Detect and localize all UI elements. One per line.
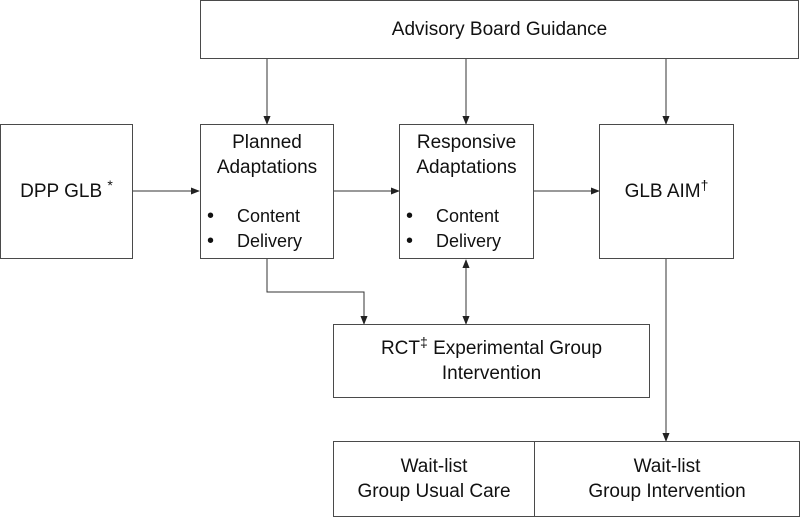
dagger-mark: † bbox=[700, 177, 709, 193]
responsive-adaptations-title: Responsive Adaptations bbox=[416, 132, 517, 178]
rct-experimental-line2: Intervention bbox=[441, 363, 542, 384]
planned-adaptations-title: Planned Adaptations bbox=[216, 132, 318, 178]
list-item: •Content bbox=[207, 205, 301, 227]
waitlist-intervention-box: Wait-list Group Intervention bbox=[534, 441, 800, 517]
waitlist-usual-care-line1: Wait-list bbox=[400, 456, 468, 477]
dpp-glb-label: DPP GLB * bbox=[20, 177, 113, 202]
advisory-board-label: Advisory Board Guidance bbox=[391, 19, 608, 40]
planned-adaptations-box: Planned Adaptations •Content •Delivery bbox=[200, 124, 334, 259]
arrow-planned-to-rct bbox=[266, 259, 368, 325]
planned-bullet-list: •Content •Delivery bbox=[201, 204, 333, 254]
double-dagger-mark: ‡ bbox=[420, 334, 428, 350]
list-item: •Delivery bbox=[207, 230, 303, 252]
glb-aim-label: GLB AIM† bbox=[624, 177, 709, 202]
glb-aim-box: GLB AIM† bbox=[599, 124, 734, 259]
responsive-bullet-list: •Content •Delivery bbox=[400, 204, 533, 254]
waitlist-usual-care-box: Wait-list Group Usual Care bbox=[333, 441, 535, 517]
responsive-adaptations-box: Responsive Adaptations •Content •Deliver… bbox=[399, 124, 534, 259]
advisory-board-box: Advisory Board Guidance bbox=[200, 0, 799, 59]
waitlist-usual-care-line2: Group Usual Care bbox=[357, 481, 511, 502]
list-item: •Delivery bbox=[406, 230, 502, 252]
dpp-glb-box: DPP GLB * bbox=[0, 124, 133, 259]
waitlist-intervention-line1: Wait-list bbox=[633, 456, 701, 477]
waitlist-intervention-line2: Group Intervention bbox=[588, 481, 746, 502]
asterisk-mark: * bbox=[107, 177, 113, 193]
rct-experimental-box: RCT‡ Experimental Group Intervention bbox=[333, 324, 650, 398]
list-item: •Content bbox=[406, 205, 500, 227]
rct-experimental-line1: RCT‡ Experimental Group bbox=[380, 334, 603, 359]
